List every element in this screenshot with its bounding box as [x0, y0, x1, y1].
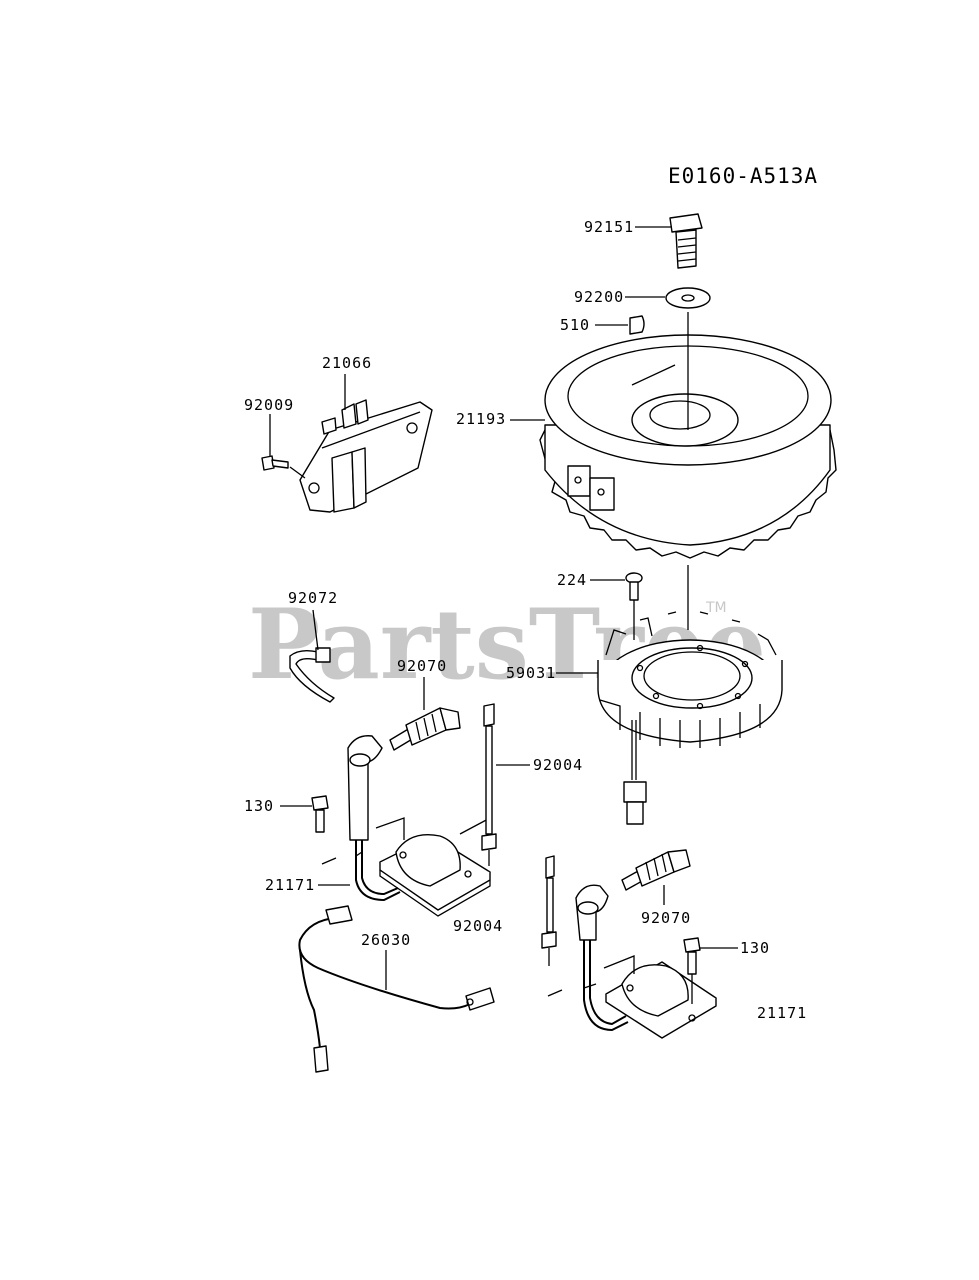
label-510: 510 [560, 316, 590, 334]
bolt-130-left [311, 795, 329, 833]
label-92004-lower: 92004 [453, 917, 503, 935]
callout-labels: 92151 92200 510 21066 92009 21193 224 92… [244, 218, 807, 1022]
spark-plug-92070-left [389, 707, 461, 751]
label-92072: 92072 [288, 589, 338, 607]
label-92200: 92200 [574, 288, 624, 306]
ignition-coil-21171-right [575, 884, 717, 1039]
label-59031: 59031 [506, 664, 556, 682]
bolt-92009 [261, 455, 289, 471]
stator-59031 [597, 611, 783, 825]
label-92070-right: 92070 [641, 909, 691, 927]
harness-26030 [298, 905, 495, 1073]
diagram-code: E0160-A513A [668, 164, 818, 188]
spark-plug-92070-right [621, 849, 691, 891]
label-21066: 21066 [322, 354, 372, 372]
key-510 [629, 315, 645, 335]
label-21171-left: 21171 [265, 876, 315, 894]
bolt-92151 [669, 213, 703, 269]
screw-224 [625, 572, 643, 601]
regulator-21066 [299, 399, 433, 513]
label-26030: 26030 [361, 931, 411, 949]
label-92009: 92009 [244, 396, 294, 414]
label-130-right: 130 [740, 939, 770, 957]
lead-92004-lower [541, 855, 557, 966]
label-92004-upper: 92004 [533, 756, 583, 774]
label-92070-left: 92070 [397, 657, 447, 675]
label-130-left: 130 [244, 797, 274, 815]
label-224: 224 [557, 571, 587, 589]
watermark-trademark: TM [705, 600, 727, 616]
washer-92200 [665, 287, 711, 309]
label-92151: 92151 [584, 218, 634, 236]
label-21171-right: 21171 [757, 1004, 807, 1022]
bolt-130-right [683, 937, 701, 975]
lead-92004-upper [481, 703, 497, 866]
label-21193: 21193 [456, 410, 506, 428]
clamp-92072 [289, 647, 335, 703]
ignition-coil-21171-left [347, 735, 491, 917]
leader-lines [269, 226, 738, 990]
